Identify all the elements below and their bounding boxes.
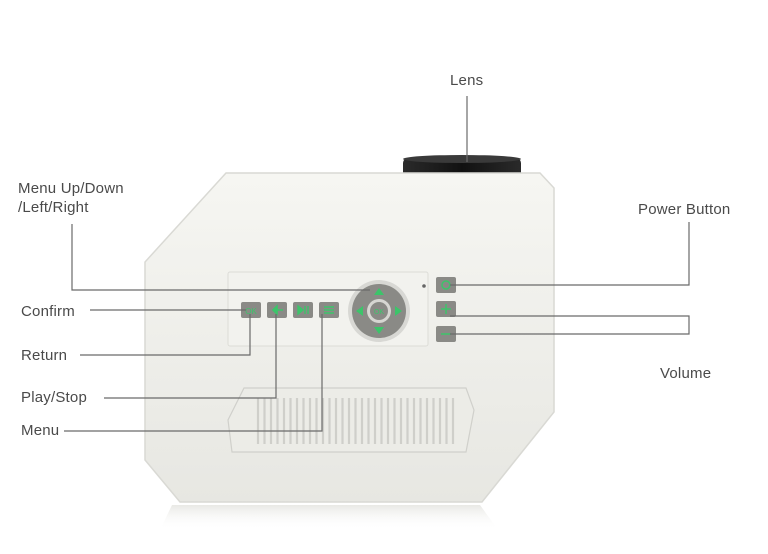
volume-down-button[interactable] [436,326,456,342]
return-icon [271,304,283,316]
label-return: Return [21,347,68,364]
leader-power [450,222,690,286]
ok-icon: OK [245,307,257,316]
label-menu: Menu [21,422,60,439]
projector-reflection [160,505,498,530]
label-play-stop: Play/Stop [21,389,88,406]
leader-volume [450,315,690,335]
vent-grille [227,387,475,453]
play-pause-icon [297,304,309,316]
confirm-button[interactable]: OK [241,302,261,318]
svg-text:OK: OK [374,309,384,316]
leader-play-stop [104,314,277,399]
direction-pad-icon: OK [356,288,402,334]
label-volume: Volume [660,365,712,382]
label-confirm: Confirm [21,303,75,320]
return-button[interactable] [267,302,287,318]
play-stop-button[interactable] [293,302,313,318]
label-power-button: Power Button [638,201,731,218]
leader-return [80,314,251,356]
volume-up-button[interactable] [436,301,456,317]
label-lens: Lens [450,72,484,89]
leader-menu [64,314,323,432]
menu-icon [324,306,334,314]
label-menu-nav: Menu Up/Down /Left/Right [18,180,124,216]
menu-button[interactable] [319,302,339,318]
plus-icon [441,304,451,314]
leader-menu-nav [71,224,370,291]
indicator-led [422,284,426,288]
leader-lines [64,96,690,432]
menu-direction-pad[interactable]: OK [348,280,410,342]
